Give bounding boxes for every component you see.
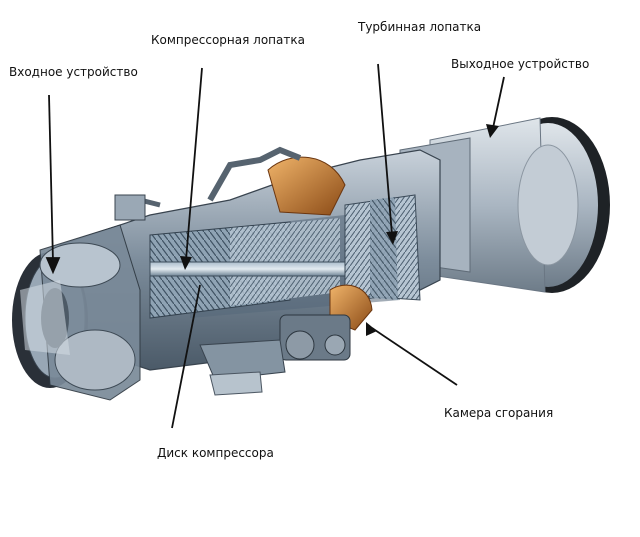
arrow-exhaust (492, 76, 505, 129)
arrow-inlet (48, 94, 54, 263)
label-compressor-blade: Компрессорная лопатка (151, 33, 305, 47)
label-turbine-blade: Турбинная лопатка (358, 20, 482, 34)
arrowhead-exhaust (486, 124, 499, 138)
label-exhaust: Выходное устройство (451, 57, 590, 71)
compressor-section (149, 218, 391, 319)
inlet-section (12, 224, 141, 401)
arrow-compressor-disk (171, 284, 201, 429)
turbine-section (344, 194, 421, 301)
label-combustion-chamber: Камера сгорания (444, 406, 554, 420)
arrowhead-turbine-blade (386, 231, 398, 245)
arrow-combustion-chamber (371, 327, 458, 386)
leader-lines (45, 63, 505, 429)
arrow-turbine-blade (377, 63, 393, 236)
top-frame (114, 146, 302, 221)
label-inlet: Входное устройство (9, 65, 138, 79)
arrowhead-combustion-chamber (366, 322, 377, 336)
accessory-gearbox (199, 314, 351, 396)
arrow-compressor-blade (185, 67, 203, 261)
arrowhead-inlet (45, 257, 61, 275)
label-compressor-disk: Диск компрессора (157, 446, 274, 460)
arrowhead-compressor-blade (180, 256, 192, 270)
